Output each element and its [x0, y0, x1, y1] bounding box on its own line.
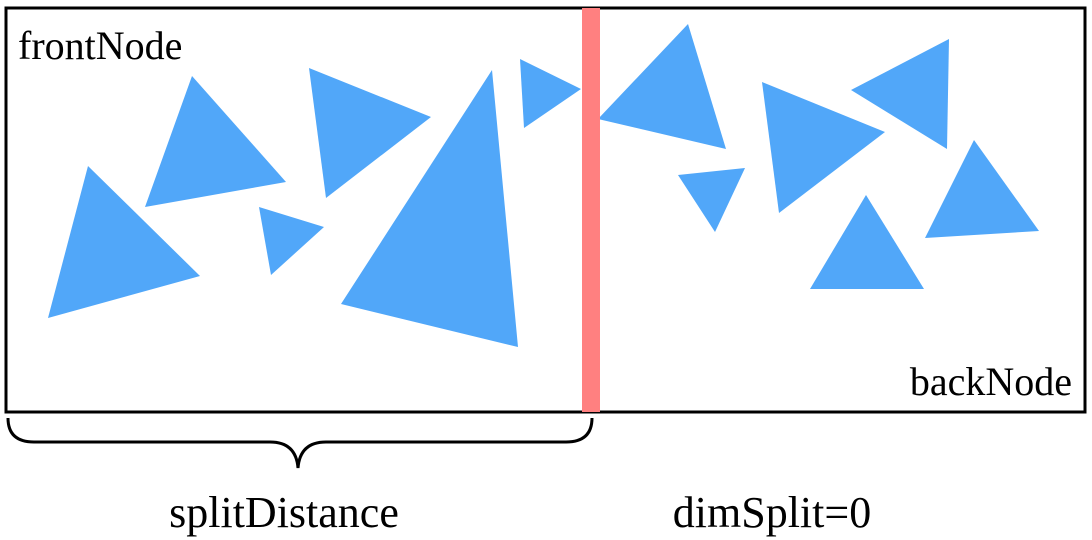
triangle [48, 166, 200, 318]
front-node-triangles [48, 59, 581, 347]
back-node-label: backNode [910, 359, 1072, 404]
split-distance-brace [6, 417, 594, 469]
triangle [925, 140, 1039, 238]
triangle [810, 195, 924, 289]
triangle [678, 168, 745, 232]
node-bounding-box [4, 6, 1087, 414]
triangle [851, 39, 949, 149]
split-distance-label: splitDistance [169, 488, 399, 537]
triangle [145, 76, 286, 207]
dim-split-label: dimSplit=0 [673, 488, 871, 537]
triangle [309, 68, 431, 198]
back-node-triangles [598, 24, 1039, 289]
triangle [259, 207, 324, 275]
split-plane [582, 8, 600, 412]
triangle [341, 70, 518, 347]
triangle [762, 82, 885, 213]
triangle [520, 59, 581, 128]
triangle [598, 24, 726, 149]
front-node-label: frontNode [18, 23, 182, 68]
